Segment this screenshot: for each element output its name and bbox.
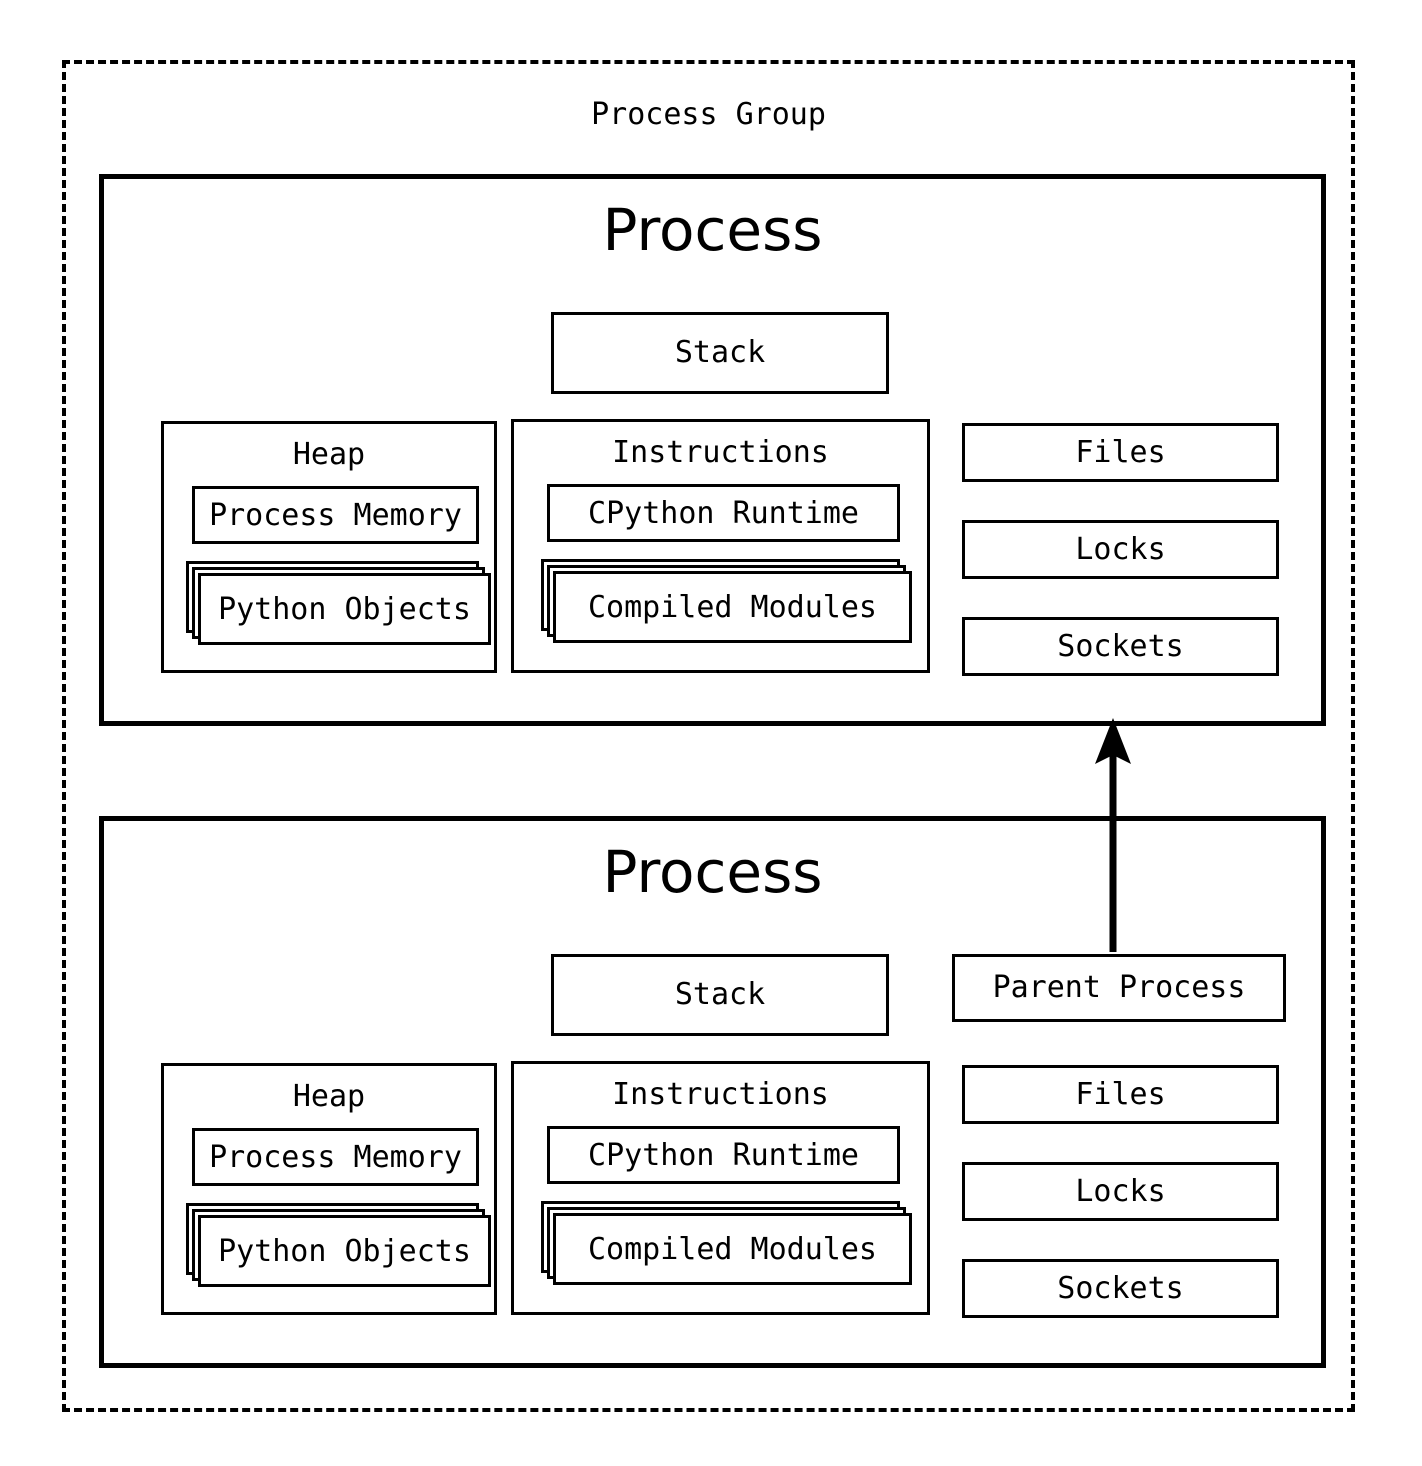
- heap-title-2: Heap: [292, 1079, 366, 1114]
- files-box-1: Files: [962, 423, 1279, 482]
- locks-box-1: Locks: [962, 520, 1279, 579]
- files-box-2: Files: [962, 1065, 1279, 1124]
- heap-group-1: Heap Process Memory Python Objects: [161, 421, 497, 673]
- sockets-box-2: Sockets: [962, 1259, 1279, 1318]
- process-box-2: Process Stack Parent Process Heap Proces…: [99, 816, 1326, 1368]
- stack-box-1: Stack: [551, 312, 889, 394]
- compiled-modules-label-2: Compiled Modules: [588, 1231, 877, 1267]
- process-memory-box-2: Process Memory: [192, 1128, 479, 1186]
- compiled-modules-label-1: Compiled Modules: [588, 589, 877, 625]
- process-group-title: Process Group: [591, 97, 826, 132]
- sockets-label-1: Sockets: [1057, 629, 1184, 664]
- cpython-runtime-label-2: CPython Runtime: [588, 1137, 859, 1173]
- compiled-modules-box-1: Compiled Modules: [553, 571, 912, 643]
- stack-label-2: Stack: [674, 977, 766, 1012]
- python-objects-label-1: Python Objects: [218, 591, 471, 627]
- process-memory-label-1: Process Memory: [209, 497, 462, 533]
- process-box-1: Process Stack Heap Process Memory Python…: [99, 174, 1326, 726]
- instructions-title-2: Instructions: [612, 1077, 829, 1112]
- sockets-box-1: Sockets: [962, 617, 1279, 676]
- python-objects-box-1: Python Objects: [198, 573, 491, 645]
- sockets-label-2: Sockets: [1057, 1271, 1184, 1306]
- stack-box-2: Stack: [551, 954, 889, 1036]
- instructions-title-1: Instructions: [612, 435, 829, 470]
- files-label-2: Files: [1075, 1077, 1166, 1112]
- process-group-container: Process Group Process Stack Heap Process…: [62, 60, 1355, 1412]
- locks-label-1: Locks: [1075, 532, 1166, 567]
- files-label-1: Files: [1075, 435, 1166, 470]
- python-objects-stack-2: Python Objects: [186, 1203, 491, 1288]
- stack-label-1: Stack: [674, 335, 766, 370]
- locks-box-2: Locks: [962, 1162, 1279, 1221]
- parent-process-box: Parent Process: [952, 954, 1286, 1022]
- parent-process-label: Parent Process: [992, 970, 1246, 1005]
- compiled-modules-stack-1: Compiled Modules: [541, 559, 912, 644]
- instructions-group-1: Instructions CPython Runtime Compiled Mo…: [511, 419, 930, 673]
- process-memory-label-2: Process Memory: [209, 1139, 462, 1175]
- heap-group-2: Heap Process Memory Python Objects: [161, 1063, 497, 1315]
- compiled-modules-stack-2: Compiled Modules: [541, 1201, 912, 1286]
- locks-label-2: Locks: [1075, 1174, 1166, 1209]
- compiled-modules-box-2: Compiled Modules: [553, 1213, 912, 1285]
- cpython-runtime-box-1: CPython Runtime: [547, 484, 900, 542]
- python-objects-label-2: Python Objects: [218, 1233, 471, 1269]
- instructions-group-2: Instructions CPython Runtime Compiled Mo…: [511, 1061, 930, 1315]
- python-objects-box-2: Python Objects: [198, 1215, 491, 1287]
- heap-title-1: Heap: [292, 437, 366, 472]
- python-objects-stack-1: Python Objects: [186, 561, 491, 646]
- cpython-runtime-box-2: CPython Runtime: [547, 1126, 900, 1184]
- cpython-runtime-label-1: CPython Runtime: [588, 495, 859, 531]
- process-title-2: Process: [602, 838, 823, 906]
- process-title-1: Process: [602, 196, 823, 264]
- process-memory-box-1: Process Memory: [192, 486, 479, 544]
